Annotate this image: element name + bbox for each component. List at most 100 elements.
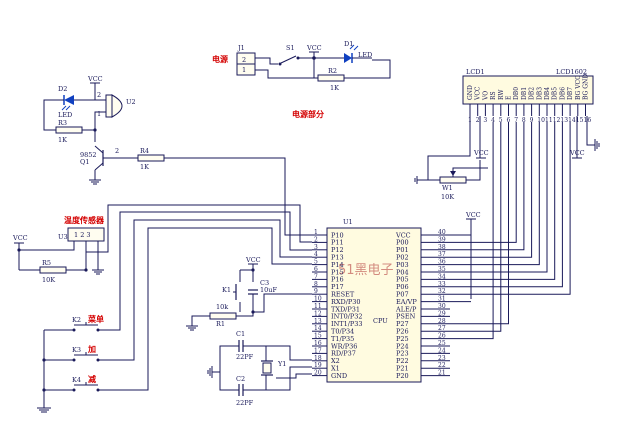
d2-ref: D2	[58, 85, 67, 93]
lcd-pin-number: 7	[514, 117, 518, 124]
mcu-pin-name: RXD/P30	[331, 298, 361, 306]
mcu-pin-name: GND	[331, 372, 347, 380]
lcd-pin-name: E	[506, 96, 513, 100]
lcd-pin-name: DB2	[529, 87, 536, 100]
mcu-pin-number: 19	[314, 362, 322, 369]
mcu-pin-name: P22	[396, 357, 409, 365]
control-wire	[450, 122, 494, 340]
mcu-right-pins: 40VCC39P0038P0137P0236P0335P0434P0533P06…	[395, 229, 450, 380]
r4-value: 1K	[140, 163, 149, 171]
mcu-pin-name: WR/P36	[331, 342, 357, 350]
mcu-pin-name: P05	[396, 276, 409, 284]
mcu-pin-name: P25	[396, 335, 409, 343]
power-section-label: 电源部分	[292, 109, 324, 119]
mcu-pin-number: 36	[438, 259, 446, 266]
j1-ref: J1	[237, 44, 245, 52]
k1-ref: K1	[222, 286, 231, 294]
d1-label: LED	[358, 51, 372, 59]
mcu-pin-name: ALE/P	[395, 305, 417, 313]
mcu-pin-number: 33	[438, 281, 446, 288]
mcu-pin-name: EA/VP	[396, 298, 417, 306]
mcu-pin-number: 28	[438, 318, 446, 325]
lcd-ref: LCD1	[466, 68, 485, 76]
mcu-pin-number: 10	[314, 296, 322, 303]
u2-pin1: 1	[97, 110, 101, 118]
y1-ref: Y1	[277, 360, 286, 368]
mcu-pin-name: P16	[331, 276, 344, 284]
lcd-pin-name: GND	[467, 85, 474, 100]
mcu-pin-number: 30	[438, 303, 446, 310]
mcu-ref: U1	[343, 218, 353, 226]
lcd-pin-number: 8	[522, 117, 526, 124]
lcd-pin-name: VCC	[475, 86, 482, 101]
r2-ref: R2	[328, 67, 337, 75]
control-wire	[450, 122, 509, 325]
reset-vcc: VCC	[245, 256, 261, 264]
c2-ref: C2	[236, 375, 245, 383]
lcd-pin-name: DB7	[567, 87, 574, 100]
lcd-pin-number: 10	[537, 117, 545, 124]
lcd-pin-number: 6	[507, 117, 511, 124]
control-wire	[450, 122, 502, 332]
w1-value: 10K	[441, 193, 454, 201]
lcd-pin-number: 15	[576, 117, 584, 124]
mcu-pin-number: 31	[438, 296, 446, 303]
mcu-pin-name: P00	[396, 239, 409, 247]
mcu-pin-name: P06	[396, 283, 409, 291]
mcu-pin-number: 25	[438, 340, 446, 347]
mcu-pin-name: P23	[396, 350, 409, 358]
mcu-pin-name: P03	[396, 261, 409, 269]
lcd-pin-name: VO	[482, 91, 489, 101]
bus-wire	[450, 122, 525, 251]
crystal-section: C1 22PF C2 22PF Y1	[207, 330, 312, 407]
mcu-pin-number: 1	[314, 229, 318, 236]
mcu-pin-number: 9	[314, 288, 318, 295]
mcu-pin-name: T1/P35	[331, 335, 354, 343]
mcu-pin-number: 18	[314, 355, 322, 362]
data-bus	[450, 122, 571, 340]
mcu-pin-number: 39	[438, 236, 446, 243]
sensor-title: 温度传感器	[64, 215, 105, 225]
c3-value: 10uF	[260, 286, 277, 294]
u2-ref: U2	[126, 98, 136, 106]
power-vcc: VCC	[306, 44, 322, 52]
r5-value: 10K	[42, 276, 55, 284]
lcd-pin-name: BG GND	[583, 74, 590, 100]
mcu-pin-number: 38	[438, 244, 446, 251]
d1-led-icon	[344, 53, 352, 63]
mcu-pin-name: P13	[331, 254, 344, 262]
lcd-pin-number: 3	[483, 117, 487, 124]
r3-resistor	[55, 126, 83, 134]
mcu-pin-name: P11	[331, 239, 344, 247]
lcd-body	[462, 75, 594, 105]
mcu-pin-name: INT1/P33	[331, 320, 363, 328]
mcu-pin-number: 5	[314, 259, 318, 266]
mcu-pin-name: P12	[331, 246, 344, 254]
bus-wire	[450, 122, 563, 288]
mcu-label: CPU	[373, 317, 388, 325]
mcu-pin-number: 29	[438, 310, 446, 317]
mcu-pin-number: 32	[438, 288, 446, 295]
r2-value: 1K	[330, 84, 339, 92]
lcd-pin-name: DB3	[536, 87, 543, 100]
lcd-pin-name: DB1	[521, 87, 528, 100]
bus-wire	[450, 122, 540, 266]
mcu-pin-number: 15	[314, 333, 322, 340]
w1-ref: W1	[442, 184, 453, 192]
mcu-pin-number: 23	[438, 355, 446, 362]
q1-type: 9852	[80, 151, 97, 159]
r1-ref: R1	[216, 320, 225, 328]
mcu-pin-number: 12	[314, 310, 322, 317]
u3-pins: 1 2 3	[74, 231, 91, 239]
mcu-pin-number: 40	[438, 229, 446, 236]
s1-switch	[280, 55, 297, 64]
mcu-vcc: VCC	[465, 211, 481, 219]
mcu-pin-name: VCC	[395, 231, 411, 239]
mcu-pin-name: P26	[396, 328, 409, 336]
lcd-pin-number: 14	[568, 117, 576, 124]
k4-label: 减	[88, 374, 96, 384]
mcu-pin-name: P10	[331, 231, 344, 239]
lcd-pin-number: 13	[560, 117, 568, 124]
